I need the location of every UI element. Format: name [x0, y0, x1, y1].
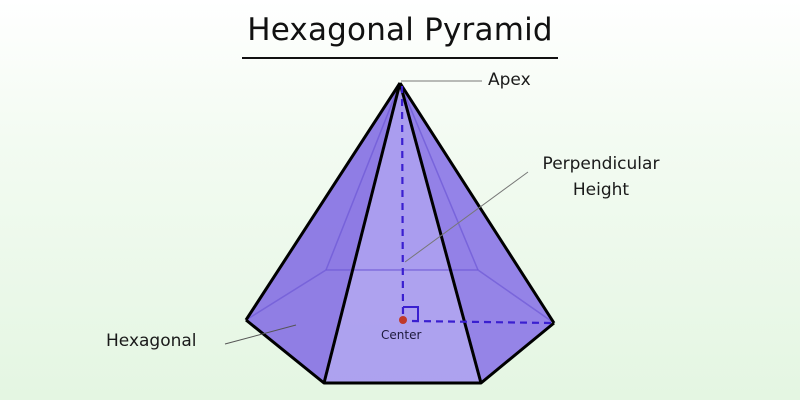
base-leader-line [224, 324, 297, 345]
height-label-line1: Perpendicular [542, 154, 660, 174]
front-left-face [246, 83, 400, 383]
right-angle-marker [403, 306, 419, 320]
center-label: Center [381, 328, 422, 342]
hidden-lateral-edge-right [399, 82, 479, 271]
perpendicular-height-label: Perpendicular Height [531, 151, 671, 203]
diagram-title: Hexagonal Pyramid [247, 12, 553, 48]
apex-label: Apex [488, 70, 531, 90]
visible-edges [244, 82, 556, 385]
title-underline [242, 57, 558, 59]
hexagonal-base-label: Hexagonal [106, 331, 197, 351]
height-leader-line [404, 171, 529, 263]
center-dot [399, 316, 407, 324]
hidden-lateral-edge-left [325, 82, 401, 271]
front-right-face [400, 83, 554, 383]
height-label-line2: Height [572, 180, 630, 200]
